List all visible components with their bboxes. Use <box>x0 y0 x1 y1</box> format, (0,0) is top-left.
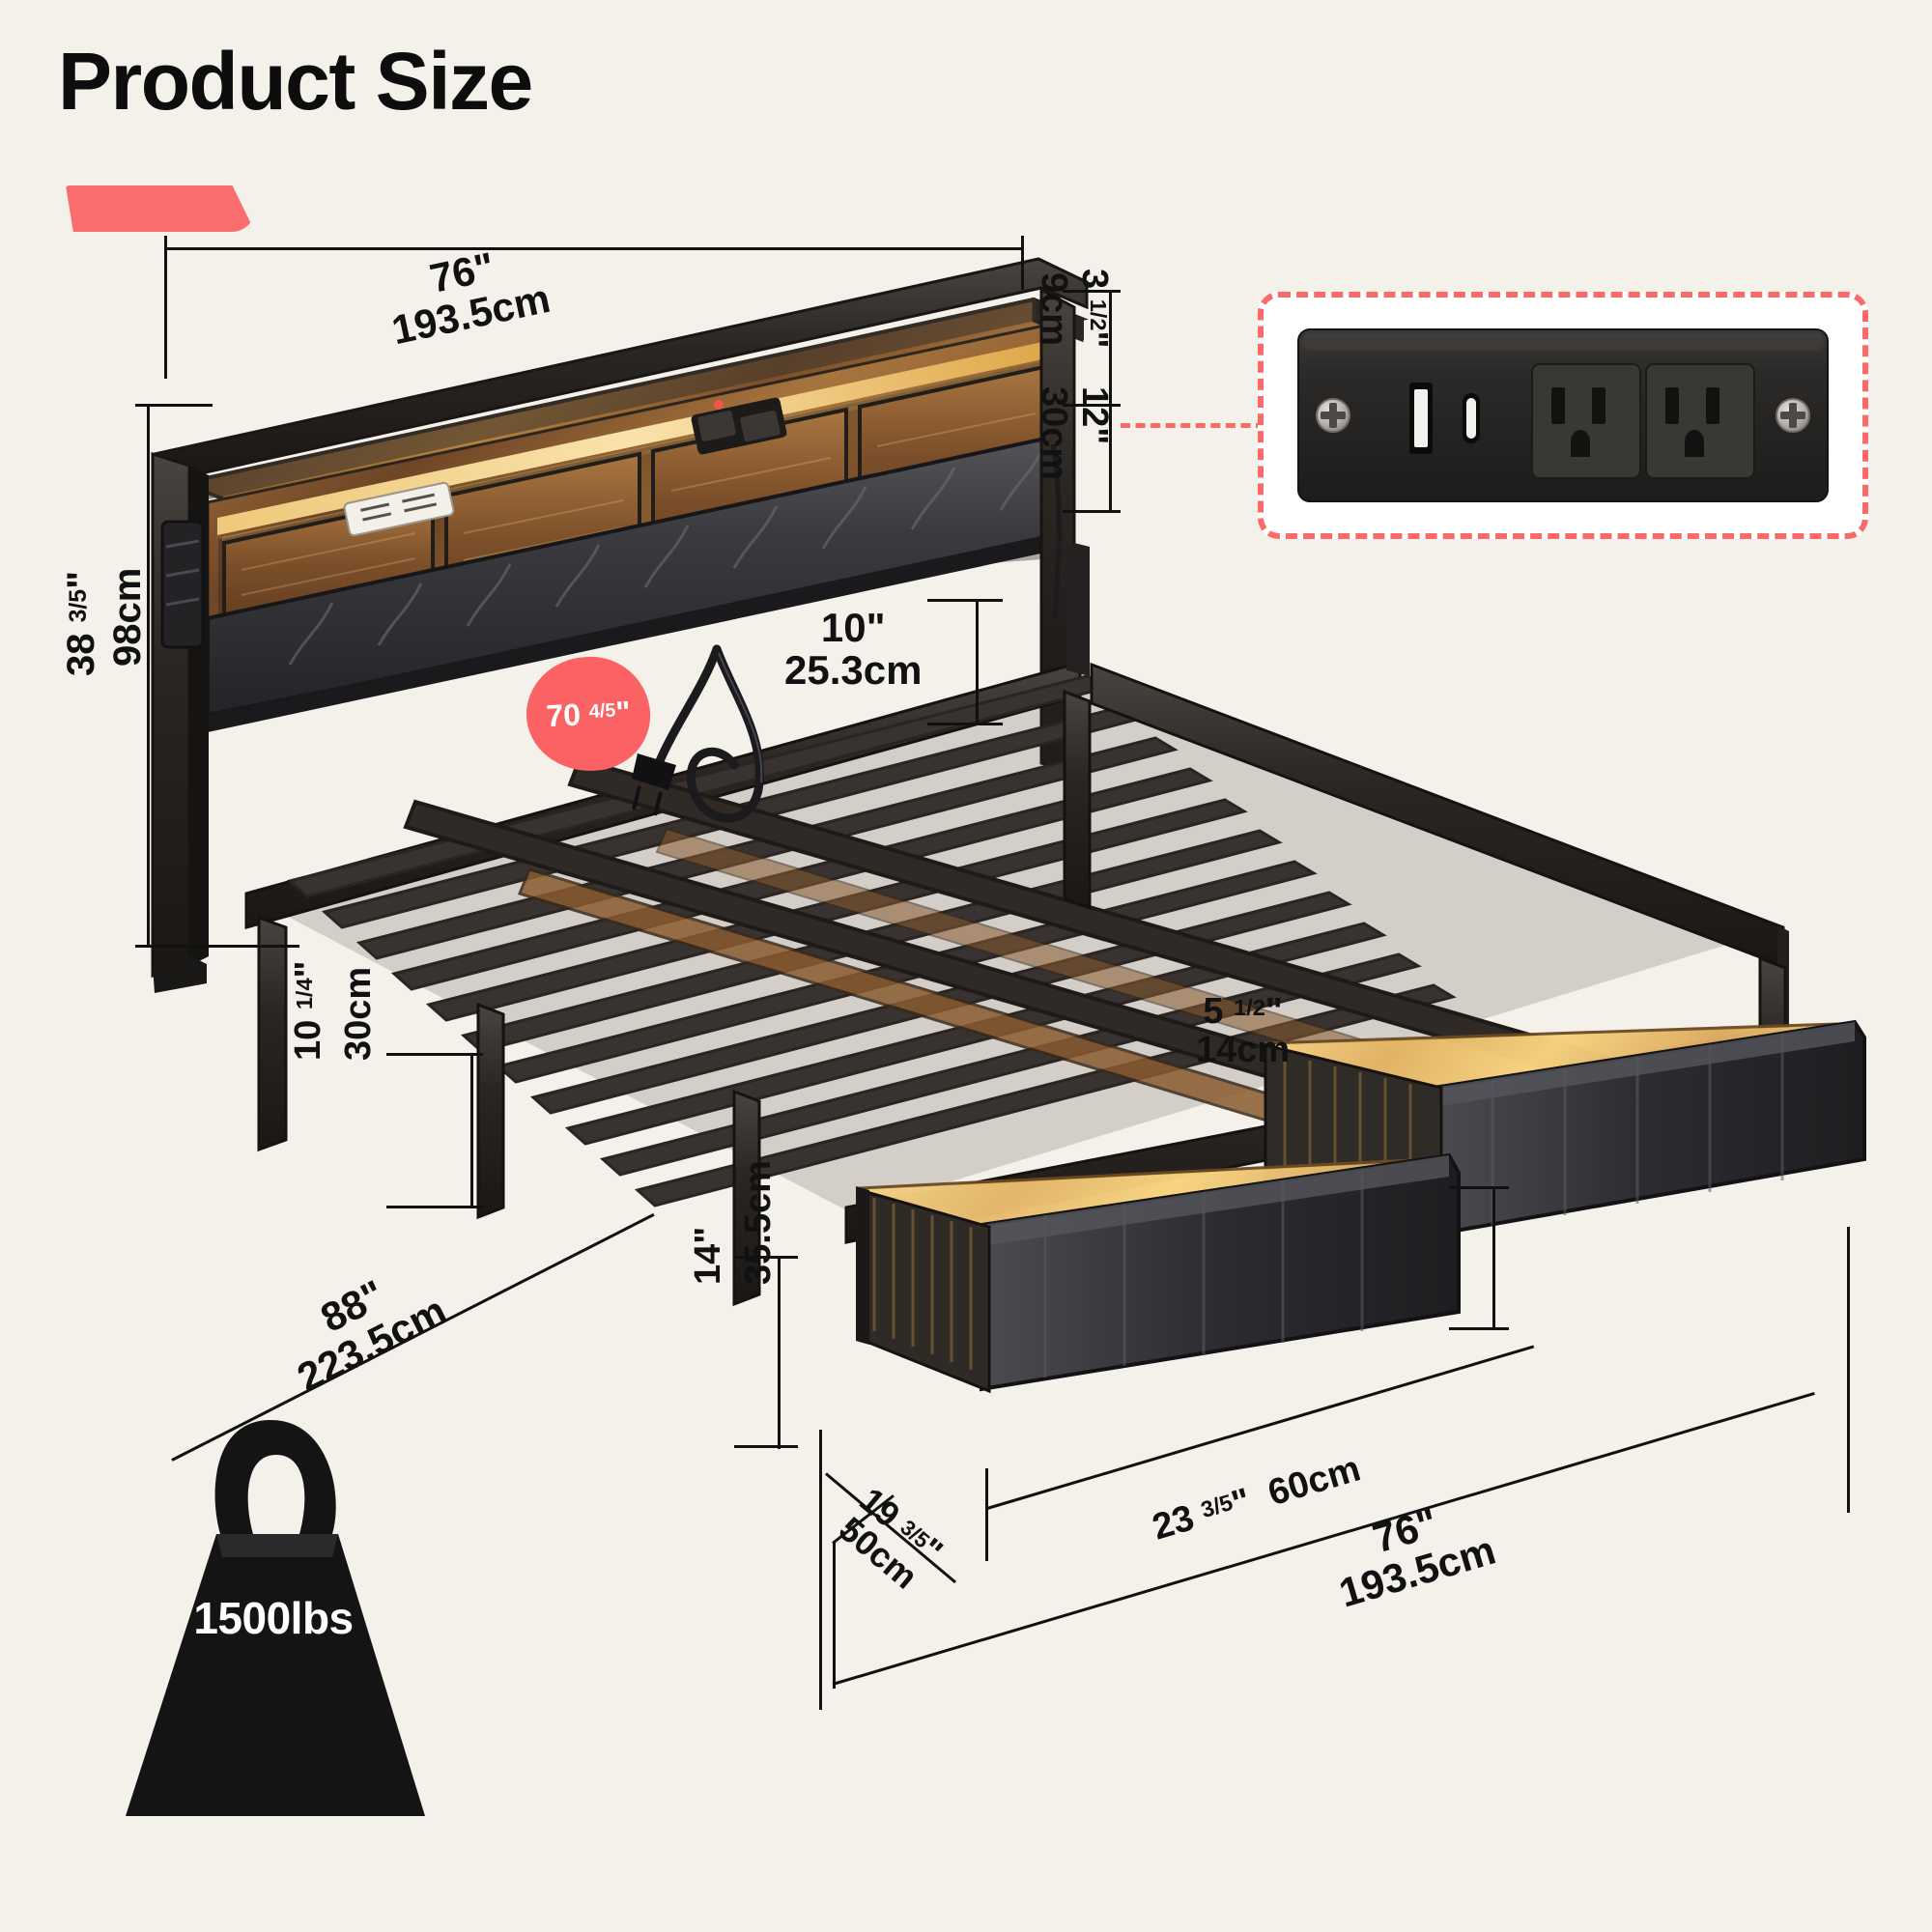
dimension-label-under-clearance-metric: 30cm <box>338 966 379 1061</box>
dimension-label-shelf-depth: 3 1/2" <box>1074 269 1115 349</box>
dimension-label-storage-height-metric: 30cm <box>1034 386 1074 481</box>
dimension-tick-foot-left <box>833 1542 836 1689</box>
accent-swoosh-decoration <box>66 185 255 232</box>
dimension-tick-foot-right <box>1847 1227 1850 1513</box>
outlet-panel-graphic <box>1297 328 1829 502</box>
dimension-tick-dh-bottom <box>734 1445 798 1448</box>
cord-length-badge-text: 70 4/5" <box>545 694 632 733</box>
dimension-tick-top-right <box>1021 236 1024 290</box>
screw-left-icon <box>1316 398 1350 433</box>
dimension-line-shelf-depth <box>1109 290 1112 406</box>
dimension-line-under-clearance <box>470 1053 473 1208</box>
dimension-label-head-to-deck: 10" 25.3cm <box>784 605 923 693</box>
usb-c-port-icon <box>1463 393 1480 443</box>
dimension-label-drawer-height: 5 1/2" 14cm <box>1196 991 1291 1070</box>
dimension-tick-storage-bottom <box>1063 510 1121 513</box>
dimension-label-under-clearance: 10 1/4" <box>288 960 328 1061</box>
dimension-tick-head-bottom <box>135 945 299 948</box>
dimension-line-drawer-height <box>1492 1186 1495 1329</box>
usb-a-port-icon <box>1409 383 1433 454</box>
charging-station-callout <box>1258 292 1868 539</box>
dimension-tick-drh-bottom <box>1449 1327 1509 1330</box>
dimension-tick-uc-top <box>386 1053 483 1056</box>
dimension-tick-head-top <box>135 404 213 407</box>
dimension-label-storage-height: 12" <box>1074 386 1115 445</box>
dimension-line-head-to-deck <box>976 599 979 724</box>
dimension-tick-depth-right <box>985 1468 988 1561</box>
dimension-tick-depth-left <box>819 1430 822 1710</box>
dimension-tick-h2d-bottom <box>927 723 1003 725</box>
page-title: Product Size <box>58 36 533 127</box>
dimension-tick-h2d-top <box>927 599 1003 602</box>
dimension-tick-top-left <box>164 236 167 379</box>
dimension-line-deck-height <box>778 1256 781 1449</box>
dimension-label-headboard-height: 38 3/5" <box>60 570 102 676</box>
dimension-label-deck-height: 14" <box>688 1226 728 1285</box>
ac-outlet-2-icon <box>1645 363 1755 479</box>
dimension-label-headboard-height-metric: 98cm <box>106 567 149 667</box>
dimension-line-headboard-height <box>147 404 150 947</box>
dimension-line-top-width <box>164 247 1024 250</box>
dimension-tick-shelf-top <box>1063 290 1121 293</box>
screw-right-icon <box>1776 398 1810 433</box>
dimension-line-storage-height <box>1109 406 1112 512</box>
dimension-label-deck-height-metric: 35.5cm <box>738 1160 779 1285</box>
ac-outlet-1-icon <box>1531 363 1641 479</box>
dimension-tick-uc-bottom <box>386 1206 483 1208</box>
dimension-tick-drh-top <box>1449 1186 1509 1189</box>
dimension-label-shelf-depth-metric: 9cm <box>1034 272 1074 347</box>
dimension-tick-shelf-bottom <box>1063 404 1121 407</box>
callout-leader-line <box>1121 423 1265 428</box>
weight-capacity-label: 1500lbs <box>193 1593 354 1643</box>
dimension-tick-dh-top <box>734 1256 798 1259</box>
